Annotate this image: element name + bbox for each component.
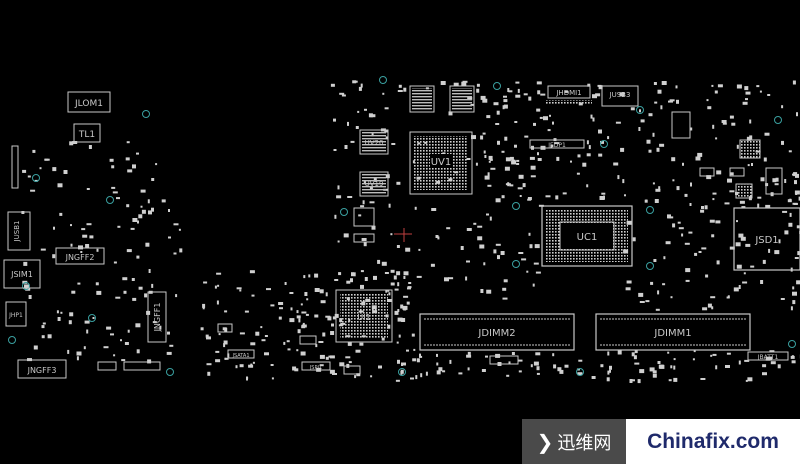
label-uv19: UV19 <box>365 180 384 188</box>
label-jsata1: JSATA1 <box>231 353 249 359</box>
connector-jdimm1[interactable]: JDIMM1 <box>595 313 751 351</box>
connector-jhdmi1[interactable]: JHDMI1 <box>546 85 592 104</box>
chip-uv19[interactable]: UV19 <box>359 171 389 197</box>
label-jedp1: JEDP1 <box>547 142 566 149</box>
chip-uv20[interactable]: UV20 <box>359 129 389 155</box>
connector-jspi1[interactable]: JSPI1 <box>301 361 331 371</box>
label-jngff2: JNGFF2 <box>65 253 95 262</box>
label-jhdmi1: JHDMI1 <box>555 89 581 97</box>
connector-jngff1[interactable]: JNGFF1 <box>147 291 167 343</box>
connector-jusb1[interactable]: JUSB1 <box>7 211 31 251</box>
connector-jsd1[interactable]: JSD1 <box>733 207 800 271</box>
label-uv20: UV20 <box>365 139 384 147</box>
chevron-arrow-icon: ❯ <box>536 429 554 454</box>
connector-jngff2[interactable]: JNGFF2 <box>55 247 105 265</box>
watermark-banner: ❯ 迅维网 Chinafix.com <box>522 419 800 464</box>
label-uc1: UC1 <box>577 232 598 243</box>
connector-jbatt1[interactable]: JBATT1 <box>747 351 789 361</box>
chip-ui1[interactable]: UI1 <box>335 289 393 343</box>
label-jsd1: JSD1 <box>754 235 778 246</box>
label-jsim1: JSIM1 <box>10 270 33 279</box>
connector-jedp1[interactable]: JEDP1 <box>529 139 585 149</box>
label-jusb1: JUSB1 <box>13 221 21 243</box>
connector-jhp1[interactable]: JHP1 <box>5 301 27 327</box>
component-pads <box>21 80 800 384</box>
connector-jsim1[interactable]: JSIM1 <box>3 259 41 289</box>
label-jusb3: JUSB3 <box>609 91 631 99</box>
watermark-site: Chinafix.com <box>626 419 800 464</box>
label-tl1: TL1 <box>78 130 95 140</box>
connector-left-strip <box>11 145 19 189</box>
connector-jusb3[interactable]: JUSB3 <box>601 85 639 107</box>
chip-uv1-gpu[interactable]: UV1 <box>409 131 473 195</box>
watermark-brand-cn: 迅维网 <box>557 432 612 454</box>
chip-uc1-cpu[interactable]: UC1 <box>541 205 633 267</box>
label-jdimm1: JDIMM1 <box>653 328 691 339</box>
connector-jsata1[interactable]: JSATA1 <box>227 349 255 359</box>
label-jhp1: JHP1 <box>8 312 23 319</box>
connector-jdimm2[interactable]: JDIMM2 <box>419 313 575 351</box>
connector-jngff3[interactable]: JNGFF3 <box>17 359 67 379</box>
label-jbatt1: JBATT1 <box>757 354 779 361</box>
label-jspi1: JSPI1 <box>309 365 322 371</box>
via-markers <box>8 76 796 376</box>
label-jngff3: JNGFF3 <box>27 366 57 375</box>
component-tl1[interactable]: TL1 <box>73 123 101 143</box>
label-jdimm2: JDIMM2 <box>477 328 515 339</box>
label-ui1: UI1 <box>357 313 370 322</box>
label-jlom1: JLOM1 <box>74 99 103 109</box>
label-jngff1: JNGFF1 <box>153 303 162 333</box>
chip-memory-b <box>449 85 475 113</box>
watermark-brand: ❯ 迅维网 <box>522 419 626 464</box>
connector-jlom1[interactable]: JLOM1 <box>67 91 111 113</box>
chip-memory-a <box>409 85 435 113</box>
watermark-site-text: Chinafix.com <box>647 429 779 453</box>
label-uv1: UV1 <box>431 157 452 168</box>
